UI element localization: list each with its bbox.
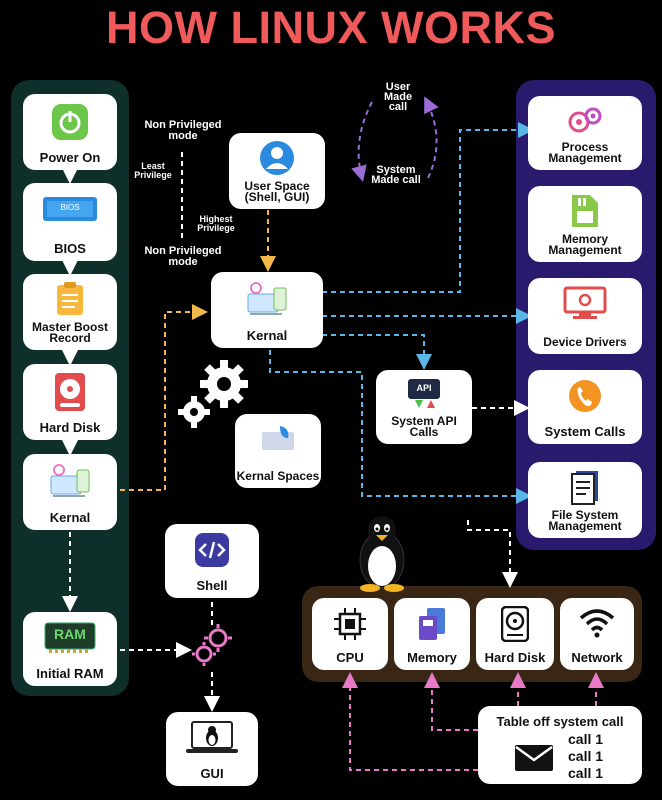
file-system-label: File System Management — [548, 508, 622, 533]
monitor-settings-icon — [563, 286, 607, 325]
center-kernal-label: Kernal — [246, 328, 288, 343]
ram-icon-text: RAM — [54, 626, 86, 642]
laptop-tux-icon — [184, 720, 240, 761]
device-drivers-box: Device Drivers — [528, 278, 642, 354]
bios-chip-icon: BIOS — [41, 191, 99, 227]
hardware-disk-box: Hard Disk — [476, 598, 554, 670]
boot-kernal-box: Kernal — [23, 454, 117, 530]
gui-box: GUI — [166, 712, 258, 786]
memory-management-label: Memory Management — [548, 232, 622, 257]
system-made-call-note: System Made call — [371, 164, 421, 186]
hard-disk-label: Hard Disk — [39, 420, 101, 435]
kernel-icon — [47, 462, 93, 505]
user-space-box: User Space (Shell, GUI) — [229, 133, 325, 209]
sd-card-icon — [415, 606, 449, 647]
system-api-box: API System API Calls — [376, 370, 472, 444]
arrow-fs-hardware — [467, 520, 518, 588]
memory-management-box: Memory Management — [528, 186, 642, 262]
arrow-kernal-kernal — [120, 304, 208, 491]
file-system-box: File System Management — [528, 462, 642, 538]
file-document-icon — [568, 469, 602, 510]
kernal-spaces-box: Kernal Spaces — [235, 414, 321, 488]
page-title: HOW LINUX WORKS — [106, 2, 556, 53]
initial-ram-box: RAM Initial RAM — [23, 612, 117, 686]
arrow-to-api — [322, 334, 432, 370]
envelope-icon — [515, 745, 553, 771]
kernel-space-icon — [258, 422, 298, 459]
top-mode-note: Non Privileged mode — [144, 119, 222, 142]
api-icon-text: API — [416, 383, 432, 393]
bios-box: BIOS BIOS — [23, 183, 117, 261]
phone-call-icon — [565, 378, 605, 419]
pink-gears-icon — [192, 624, 232, 666]
tux-penguin-icon — [359, 516, 405, 592]
network-box: Network — [560, 598, 634, 670]
memory-card-icon — [570, 193, 600, 234]
arrow-table-cpu — [342, 672, 478, 771]
device-drivers-label: Device Drivers — [543, 335, 627, 349]
arrow-system-to-user — [424, 96, 439, 179]
system-api-label: System API Calls — [391, 414, 457, 439]
syscall-row: call 1 — [568, 765, 604, 781]
center-kernal-box: Kernal — [211, 272, 323, 348]
system-calls-label: System Calls — [544, 424, 626, 439]
boot-kernal-label: Kernal — [49, 510, 91, 525]
syscall-row: call 1 — [568, 748, 604, 764]
clipboard-icon — [55, 281, 85, 322]
hard-disk-box: Hard Disk — [23, 364, 117, 440]
shell-label: Shell — [196, 578, 228, 593]
api-icon: API — [407, 378, 441, 410]
arrow-user-to-system — [351, 101, 373, 182]
power-on-label: Power On — [39, 150, 101, 165]
power-on-box: Power On — [23, 94, 117, 170]
system-calls-box: System Calls — [528, 370, 642, 444]
code-icon — [194, 532, 230, 573]
mbr-box: Master Boost Record — [23, 274, 117, 350]
bios-label: BIOS — [54, 241, 86, 256]
mbr-label: Master Boost Record — [31, 320, 108, 345]
kernel-icon — [244, 280, 290, 323]
initial-ram-label: Initial RAM — [36, 666, 104, 681]
cpu-box: CPU — [312, 598, 388, 670]
ram-icon: RAM — [44, 620, 96, 654]
highest-privilege-note: Highest Privilege — [197, 214, 235, 233]
process-management-label: Process Management — [548, 140, 622, 165]
hardware-disk-label: Hard Disk — [484, 650, 546, 665]
hard-disk-icon — [54, 372, 86, 417]
memory-label: Memory — [407, 650, 457, 665]
user-icon — [257, 140, 297, 181]
syscall-row: call 1 — [568, 731, 604, 747]
syscall-table-title: Table off system call — [496, 714, 624, 729]
cpu-chip-icon — [332, 606, 368, 647]
syscall-table-box: Table off system call call 1 call 1 call… — [478, 706, 642, 784]
syscall-table-rows: call 1 call 1 call 1 — [568, 731, 628, 782]
bios-icon-text: BIOS — [60, 203, 80, 212]
process-management-box: Process Management — [528, 96, 642, 170]
kernal-spaces-label: Kernal Spaces — [236, 469, 320, 483]
process-gears-icon — [565, 104, 605, 141]
least-privilege-note: Least Privilege — [134, 161, 172, 180]
network-label: Network — [571, 650, 623, 665]
cpu-label: CPU — [336, 650, 364, 665]
arrow-to-process — [322, 122, 534, 293]
gears-icon — [178, 360, 248, 428]
memory-box: Memory — [394, 598, 470, 670]
user-space-label: User Space (Shell, GUI) — [244, 179, 310, 204]
arrow-table-memory — [424, 672, 478, 731]
bottom-mode-note: Non Privileged mode — [144, 245, 222, 268]
wifi-icon — [577, 606, 617, 643]
power-icon — [50, 102, 90, 147]
shell-box: Shell — [165, 524, 259, 598]
gui-label: GUI — [200, 766, 224, 781]
user-made-call-note: User Made call — [383, 81, 413, 113]
hard-disk-icon — [500, 605, 530, 647]
